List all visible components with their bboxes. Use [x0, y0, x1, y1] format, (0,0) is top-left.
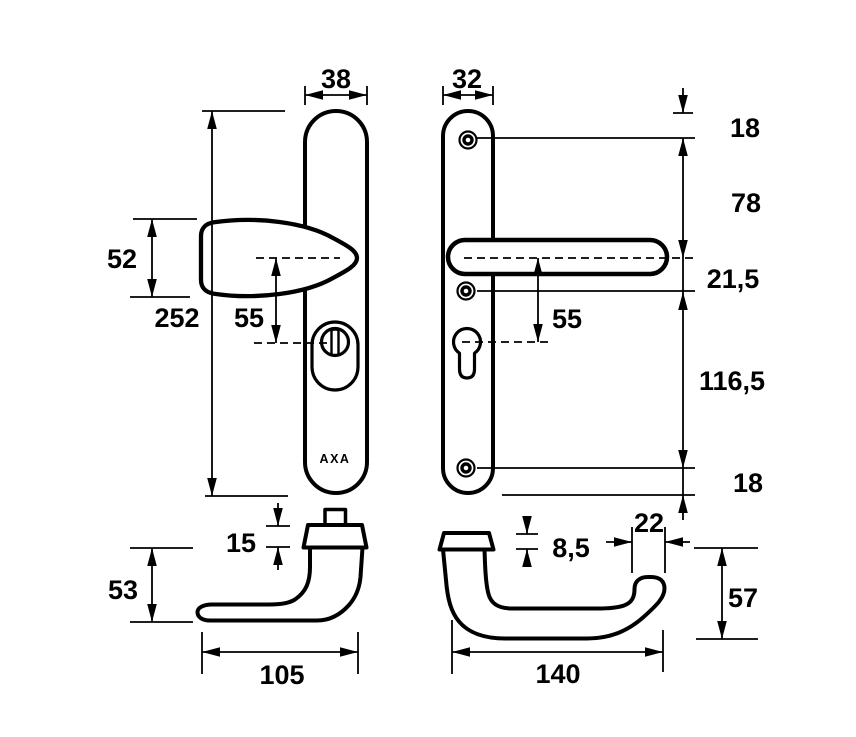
- knob-collar: [301, 523, 369, 550]
- lever-backplate: [441, 109, 495, 495]
- screw-hole-middle: [456, 281, 476, 301]
- dim-lever-plate-chain: 18 78 21,5 116,5 18: [477, 88, 765, 520]
- screw-hole-top: [458, 130, 478, 150]
- dim-knob-height: 52: [107, 218, 197, 298]
- dim-label-18-bottom: 18: [733, 468, 763, 498]
- dim-label-57: 57: [728, 583, 758, 613]
- dim-label-15: 15: [226, 528, 256, 558]
- dim-knob-collar-height: 15: [226, 503, 290, 570]
- dim-label-21-5: 21,5: [707, 264, 760, 294]
- dim-lever-rose-thickness: 8,5: [516, 516, 590, 567]
- dim-lever-length: 140: [451, 620, 664, 689]
- dim-label-52: 52: [107, 244, 137, 274]
- euro-profile-keyhole: [451, 326, 483, 380]
- dim-label-32: 32: [452, 64, 482, 94]
- dim-label-116-5: 116,5: [699, 366, 765, 396]
- dim-knob-plate-height: 252: [154, 110, 288, 497]
- lever-backplate-front-view: [441, 109, 670, 495]
- dim-label-78: 78: [731, 188, 761, 218]
- cylinder-keyway: [330, 328, 340, 357]
- dim-knob-plate-width: 38: [304, 64, 368, 105]
- dim-label-53: 53: [108, 575, 138, 605]
- knob-backplate-front-view: AXA: [198, 109, 369, 495]
- lever-handle-front: [445, 237, 670, 277]
- dim-lever-plate-width: 32: [442, 64, 494, 105]
- dim-lever-hook-width: 22: [606, 508, 690, 573]
- lever-grip-profile: [441, 547, 667, 641]
- dim-label-55-right: 55: [552, 304, 582, 334]
- lever-rose-cap: [437, 531, 496, 552]
- dim-label-18-top: 18: [730, 113, 760, 143]
- knob-side-profile-view: [195, 507, 369, 623]
- lever-side-profile-view: [437, 531, 667, 641]
- dim-label-140: 140: [535, 659, 580, 689]
- knob-grip-profile: [195, 545, 365, 623]
- screw-hole-bottom: [456, 458, 476, 478]
- dim-label-105: 105: [259, 660, 304, 690]
- dim-knob-center-distance: 55: [234, 257, 340, 344]
- dim-knob-length: 105: [201, 632, 359, 690]
- dim-label-55-left: 55: [234, 303, 264, 333]
- dim-label-252: 252: [154, 303, 199, 333]
- dim-label-38: 38: [321, 64, 351, 94]
- dim-label-8-5: 8,5: [552, 533, 590, 563]
- knob-backplate: [303, 109, 369, 495]
- dim-lever-center-distance: 55: [462, 257, 697, 343]
- brand-logo-text: AXA: [320, 452, 351, 466]
- spindle-stub: [323, 507, 348, 527]
- dim-knob-grip-height: 53: [108, 547, 193, 623]
- dim-lever-height: 57: [694, 547, 758, 640]
- dim-label-22: 22: [634, 508, 664, 538]
